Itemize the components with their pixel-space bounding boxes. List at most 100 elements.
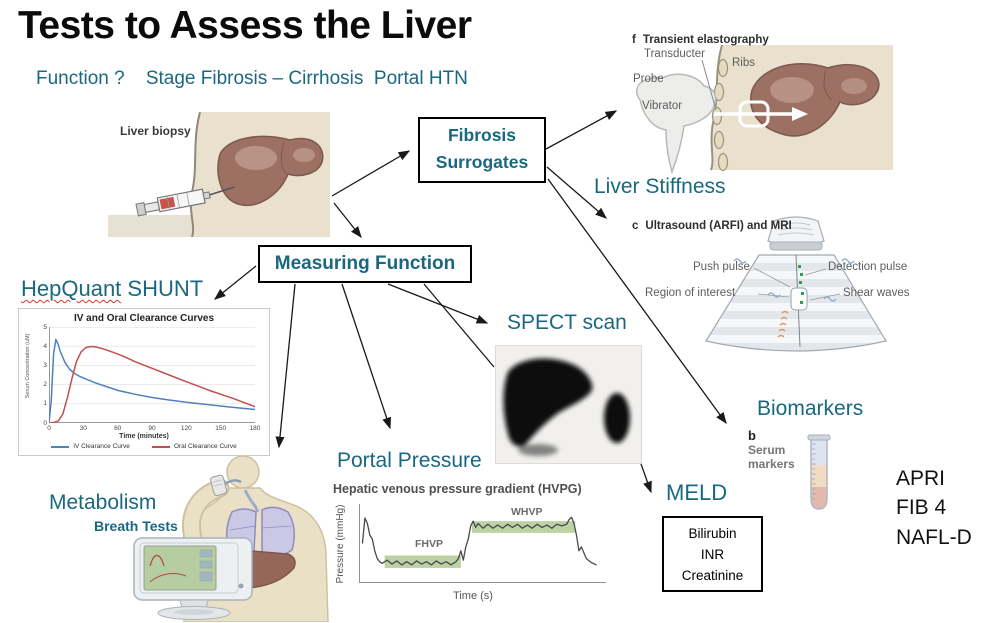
ultrasound-heading-text: Ultrasound (ARFI) and MRI [645,220,792,232]
arrow-fibrosis-to-elastography [545,110,618,150]
spect-graphic [503,358,630,456]
monitor-icon [133,537,253,620]
x-tick: 90 [148,425,156,432]
ribs-icon [711,58,729,172]
arrow-measuring-to-portal [341,283,392,430]
hepquant-chart: IV and Oral Clearance Curves Serum Conce… [18,308,270,456]
arrow-spect-to-meld [640,463,652,494]
x-tick: 120 [180,425,192,432]
region-of-interest-label: Region of interest [645,287,736,299]
hvpg-plot-area [359,504,606,583]
elastography-heading-text: Transient elastography [642,34,769,46]
legend-oral-label: Oral Clearance Curve [173,443,237,450]
arrow-measuring-to-spect [387,283,489,324]
breath-tests-label: Breath Tests [94,518,178,534]
subtitle: Function ? Stage Fibrosis – Cirrhosis Po… [36,68,468,89]
page-title: Tests to Assess the Liver [18,4,472,47]
x-tick: 60 [114,425,122,432]
shear-wave-arrow-icon [714,100,808,128]
serum-markers-label: Serum markers [748,443,795,472]
x-tick: 180 [249,425,261,432]
fibrosis-surrogates-line2: Surrogates [435,152,529,173]
breath-test-illustration [128,450,333,622]
ultrasound-graphic [705,216,887,352]
metabolism-graphic [133,455,329,622]
measuring-function-box: Measuring Function [258,245,472,283]
whvp-annotation: WHVP [511,506,543,518]
y-tick: 2 [43,381,47,389]
hvpg-plot-svg [360,504,606,568]
x-tick: 0 [47,425,51,432]
hvpg-x-axis-label: Time (s) [453,590,493,602]
fhvp-band [384,555,461,568]
elastography-panel-letter: f [632,34,636,46]
probe-icon [635,73,717,175]
arrow-measuring-to-hepquant [213,265,257,300]
elastography-graphic [635,44,893,175]
hepquant-y-axis-label: Serum Concentration (uM) [25,333,31,399]
hvpg-y-axis-label: Pressure (mmHg) [335,504,346,584]
biomarkers-label: Biomarkers [757,397,864,420]
hvpg-chart-title: Hepatic venous pressure gradient (HVPG) [333,482,582,496]
fibrosis-surrogates-line1: Fibrosis [447,125,517,145]
elastography-heading: f Transient elastography [632,34,769,46]
legend-item-iv: IV Clearance Curve [51,443,130,450]
hepquant-shunt-label: HepQuant SHUNT [21,276,203,302]
shunt-word: SHUNT [121,276,204,301]
syringe-icon [135,186,235,217]
tube-graduations [812,443,816,500]
vibrator-label: Vibrator [642,100,683,112]
hepquant-plot-svg [49,327,255,423]
hepquant-chart-title: IV and Oral Clearance Curves [73,313,215,324]
legend-iv-label: IV Clearance Curve [73,443,130,450]
metabolism-label: Metabolism [49,491,157,514]
serum-test-tube-icon [800,432,838,518]
fhvp-annotation: FHVP [415,538,444,550]
shear-wave-marks-icon [777,310,789,338]
serum-panel-letter: b [748,428,756,443]
tube-graphic [807,434,831,510]
transducter-label: Transducter [644,48,705,60]
arrow-biopsy-to-fibrosis [331,150,411,197]
score-list: APRI FIB 4 NAFL-D [896,467,972,549]
detection-pulse-dots-icon [798,265,804,304]
liver-biopsy-label: Liver biopsy [120,124,191,138]
legend-item-oral: Oral Clearance Curve [151,443,237,450]
fibrosis-surrogates-box: Fibrosis Surrogates [418,117,546,183]
arrow-measuring-to-spect-image [423,283,495,368]
arrow-biopsy-to-measuring [333,202,362,239]
y-tick: 5 [43,323,47,331]
arrow-fibrosis-to-ultrasound [546,166,607,219]
spect-scan-image [495,345,642,464]
transducer-icon [767,216,825,251]
label-connectors [753,267,841,301]
push-pulse-label: Push pulse [693,261,750,273]
x-tick: 150 [215,425,227,432]
hepquant-plot-area [49,327,255,423]
arrow-fibrosis-to-biomarkers [547,178,727,425]
liver-stiffness-label: Liver Stiffness [594,175,726,198]
hepquant-legend: IV Clearance Curve Oral Clearance Curve [19,443,269,450]
iv-line-swatch [51,445,70,448]
oral-line-swatch [151,445,170,448]
hvpg-chart: Pressure (mmHg) FHVP WHVP Time (s) [333,498,613,610]
hepquant-x-axis-label: Time (minutes) [119,433,169,440]
meld-label: MELD [666,480,728,505]
wave-marks-icon [733,258,855,302]
breath-device-icon [210,474,228,497]
liver-icon [750,63,880,137]
x-tick: 30 [79,425,87,432]
liver-biopsy-graphic [108,112,330,237]
arrow-measuring-to-metabolism [275,283,296,449]
y-tick: 1 [43,400,47,408]
ultrasound-arfi-illustration [628,213,980,358]
portal-pressure-label: Portal Pressure [337,449,482,472]
transient-elastography-illustration [622,28,900,176]
spect-scan-label: SPECT scan [507,311,627,334]
liver-biopsy-illustration [108,112,330,237]
y-tick: 3 [43,361,47,369]
detection-pulse-label: Detection pulse [828,261,908,273]
